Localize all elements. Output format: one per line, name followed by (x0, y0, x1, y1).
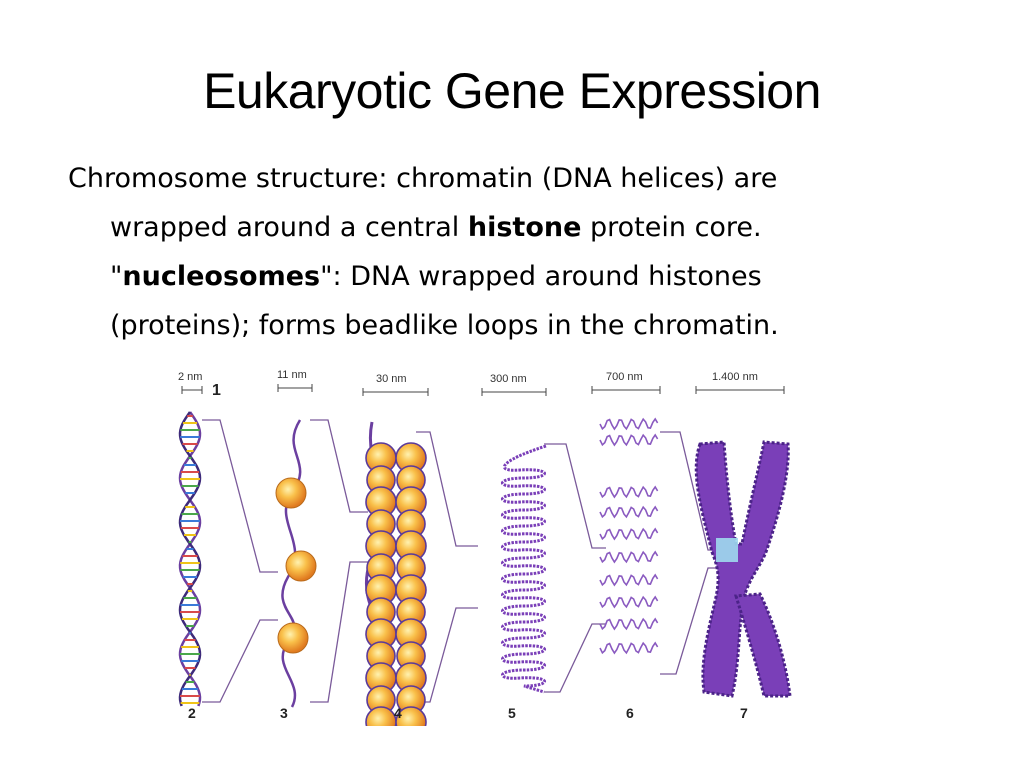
body-line-2: wrapped around a central histone protein… (68, 203, 968, 252)
body-line-3-quote: " (110, 261, 123, 292)
body-line-3: "nucleosomes": DNA wrapped around histon… (68, 252, 968, 301)
highlighted-region (716, 538, 738, 562)
stage-number-3: 3 (280, 705, 288, 721)
connector-lines (202, 419, 720, 703)
stage-number-5: 5 (508, 705, 516, 721)
body-line-4: (proteins); forms beadlike loops in the … (110, 310, 779, 341)
scale-labels: 2 nm 11 nm 30 nm 300 nm 700 nm 1.400 nm … (178, 369, 758, 399)
scale-label-11nm: 11 nm (277, 369, 307, 381)
chromatin-structure-diagram: 2 nm 11 nm 30 nm 300 nm 700 nm 1.400 nm … (178, 369, 792, 726)
body-line-2-text: wrapped around a central (110, 212, 468, 243)
metaphase-chromosome (694, 440, 792, 698)
looped-domains-300nm (501, 444, 547, 694)
scale-label-30nm: 30 nm (376, 373, 407, 385)
stage-number-2: 2 (188, 705, 196, 721)
scale-label-300nm: 300 nm (490, 373, 527, 385)
chromatin-fiber-30nm (364, 421, 427, 726)
stage-number-4: 4 (394, 705, 402, 721)
scale-label-700nm: 700 nm (606, 371, 643, 383)
body-line-2-tail: protein core. (581, 212, 762, 243)
body-line-3-tail: ": DNA wrapped around histones (320, 261, 762, 292)
scale-label-1400nm: 1.400 nm (712, 371, 758, 383)
bold-term-nucleosomes: nucleosomes (122, 261, 321, 292)
slide-title: Eukaryotic Gene Expression (203, 63, 821, 119)
stage-number-6: 6 (626, 705, 634, 721)
body-text: Chromosome structure: chromatin (DNA hel… (68, 154, 968, 350)
condensed-chromatin-700nm (599, 417, 659, 655)
beads-on-string (275, 419, 317, 708)
dna-double-helix (178, 411, 202, 707)
top-number: 1 (212, 382, 221, 399)
stage-number-7: 7 (740, 705, 748, 721)
body-line-1: Chromosome structure: chromatin (DNA hel… (68, 163, 778, 194)
stage-numbers: 2 3 4 5 6 7 (188, 705, 748, 721)
bold-term-histone: histone (467, 212, 582, 243)
scale-label-2nm: 2 nm (178, 371, 202, 383)
scale-bars (181, 384, 785, 396)
